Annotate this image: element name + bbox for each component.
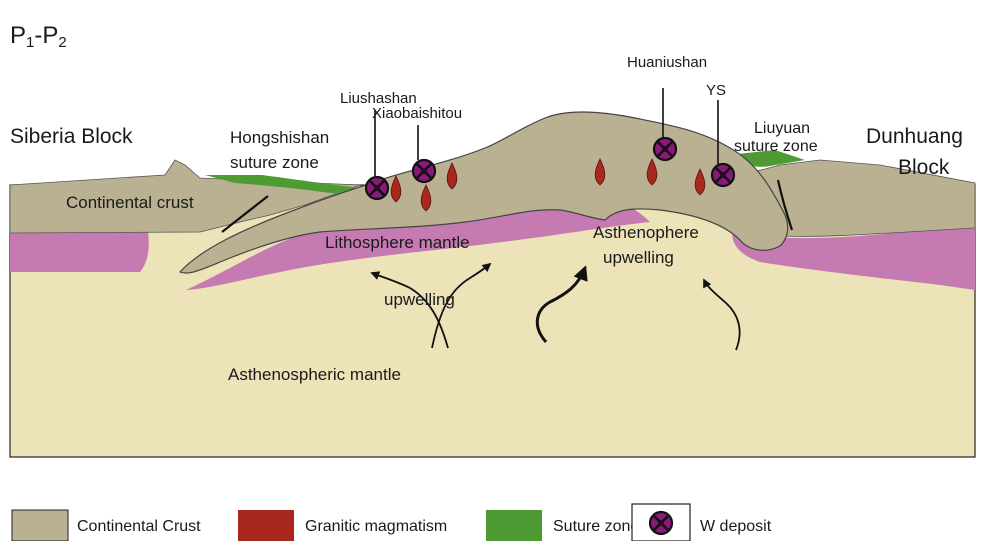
dunhuang-block-label-line1: Dunhuang xyxy=(866,125,963,148)
legend-w-deposit-icon xyxy=(650,512,672,534)
huaniushan-label: Huaniushan xyxy=(627,54,707,71)
w-deposit-liushashan-icon xyxy=(366,177,388,199)
siberia-block-label: Siberia Block xyxy=(10,125,133,148)
lithosphere-mantle-label: Lithosphere mantle xyxy=(325,233,470,252)
hongshishan-label-line1: Hongshishan xyxy=(230,128,329,147)
liuyuan-label-line2: suture zone xyxy=(734,138,818,155)
continental-crust-label: Continental crust xyxy=(66,193,194,212)
xiaobaishitou-label: Xiaobaishitou xyxy=(372,105,462,122)
legend-swatch-suture-zone xyxy=(486,510,542,541)
w-deposit-ys-icon xyxy=(712,164,734,186)
legend: Continental Crust Granitic magmatism Sut… xyxy=(12,504,772,541)
legend-label-suture-zone: Suture zone xyxy=(553,518,639,535)
asthenophere-label-line2: upwelling xyxy=(603,248,674,267)
legend-label-continental-crust: Continental Crust xyxy=(77,518,201,535)
legend-label-granitic-magmatism: Granitic magmatism xyxy=(305,518,447,535)
asthenospheric-mantle-label: Asthenospheric mantle xyxy=(228,365,401,384)
legend-label-w-deposit: W deposit xyxy=(700,518,772,535)
legend-swatch-granitic-magmatism xyxy=(238,510,294,541)
w-deposit-xiaobaishitou-icon xyxy=(413,160,435,182)
w-deposit-huaniushan-icon xyxy=(654,138,676,160)
legend-swatch-continental-crust xyxy=(12,510,68,541)
left-lithosphere-mantle xyxy=(10,231,149,272)
dunhuang-block-label-line2: Block xyxy=(898,156,950,179)
liuyuan-label-line1: Liuyuan xyxy=(754,120,810,137)
period-title: P1-P2 xyxy=(10,22,67,51)
asthenophere-label-line1: Asthenophere xyxy=(593,223,699,242)
upwelling-label: upwelling xyxy=(384,290,455,309)
ys-label: YS xyxy=(706,82,726,99)
hongshishan-label-line2: suture zone xyxy=(230,153,319,172)
